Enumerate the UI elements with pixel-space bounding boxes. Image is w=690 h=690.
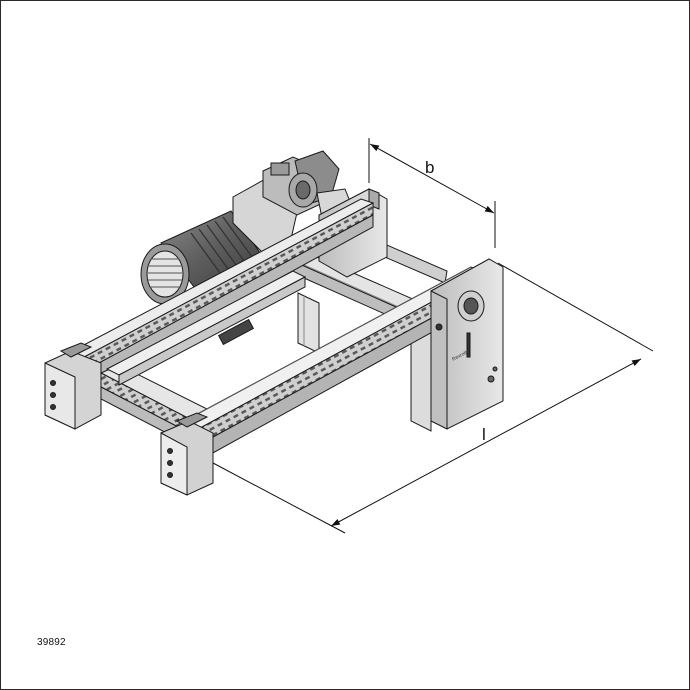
rear-left-end-cap [44, 342, 102, 430]
front-left-end-cap [160, 412, 214, 496]
gearbox [232, 150, 354, 254]
inner-rail [105, 270, 307, 386]
dimension-label-l: l [482, 425, 486, 444]
extension-line-l-top [497, 262, 654, 352]
drive-motor [140, 210, 264, 305]
dimension-line-b [369, 143, 495, 214]
extension-line-l-bottom [212, 462, 346, 534]
dimension-line-l [330, 358, 642, 527]
dimension-width [368, 138, 496, 248]
rear-legs [297, 292, 432, 432]
front-drive-housing [430, 258, 504, 430]
figure-number: 39892 [37, 637, 66, 648]
dimension-label-b: b [425, 158, 434, 177]
dimension-length [212, 262, 654, 534]
